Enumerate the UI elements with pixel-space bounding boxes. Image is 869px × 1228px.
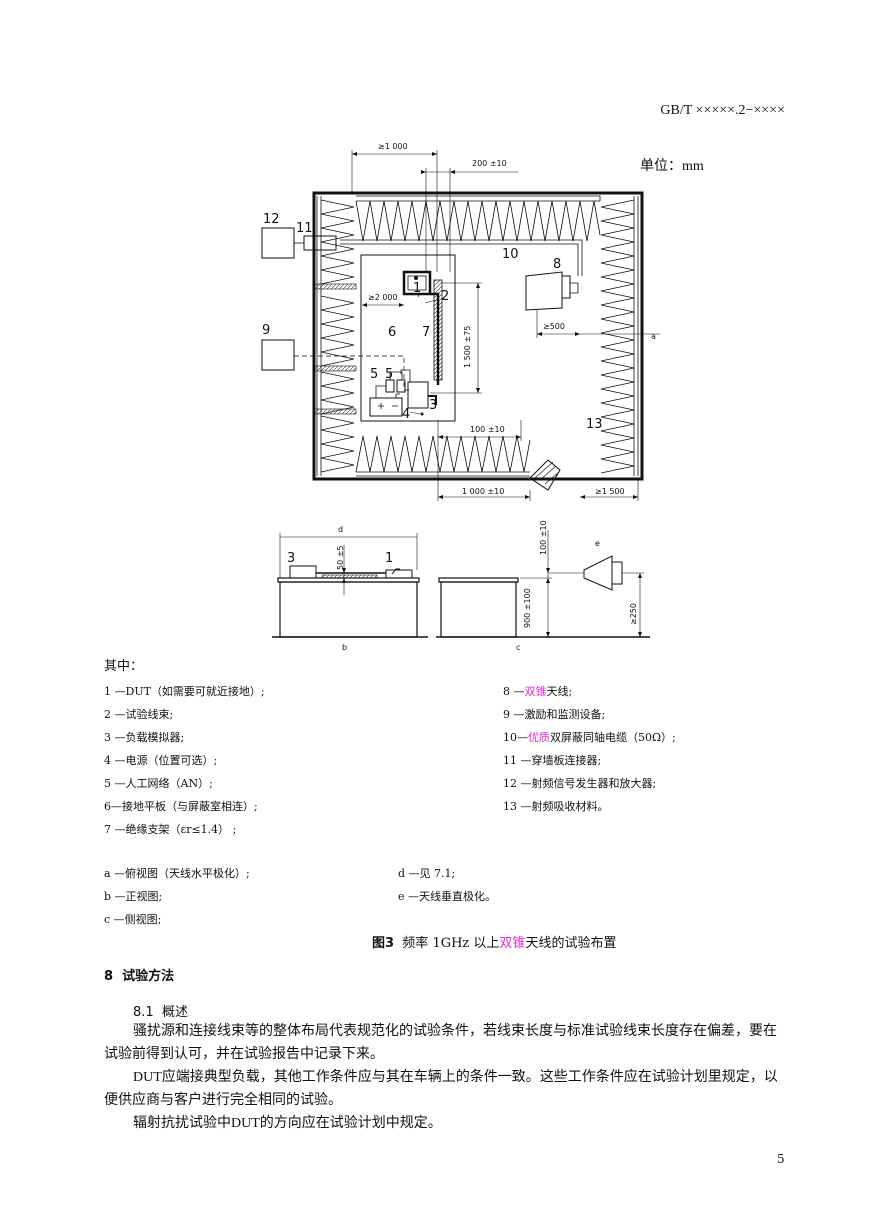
label-5a: 5	[370, 367, 378, 382]
standard-header: GB/T ×××××.2−××××	[660, 103, 785, 118]
dim-100: 100 ±10	[470, 425, 505, 434]
coax-cable	[340, 243, 579, 276]
dim-ge1500: ≥1 500	[595, 487, 625, 496]
legend-item-10: 10—优质双屏蔽同轴电缆（50Ω）;	[503, 731, 676, 744]
label-10: 10	[502, 247, 519, 262]
biconical-antenna	[525, 271, 563, 311]
side-view: 100 ±10 900 ±100 ≥250 e c	[436, 520, 650, 652]
legend-item-8: 8 —双锥天线;	[503, 685, 573, 698]
label-8: 8	[553, 257, 561, 272]
absorber-right	[600, 196, 639, 476]
note-b: b	[342, 643, 347, 652]
absorber-left	[316, 196, 355, 476]
load-simulator	[407, 381, 429, 409]
label-3: 3	[429, 398, 437, 413]
section-title: 8 试验方法	[104, 969, 175, 984]
legend-item-5: 5 —人工网络（AN）;	[104, 777, 213, 790]
dim-1000: 1 000 ±10	[462, 487, 504, 496]
figure-number: 图3	[372, 936, 395, 951]
legend-item-2: 2 —试验线束;	[104, 708, 174, 721]
page-number: 5	[777, 1152, 785, 1166]
note-e: e	[595, 539, 600, 548]
dim-1500: 1 500 ±75	[463, 326, 472, 368]
legend-item-7: 7 —绝缘支架（εr≤1.4） ;	[104, 823, 237, 836]
dim-200: 200 ±10	[472, 159, 507, 168]
dim-ge500: ≥500	[543, 322, 565, 331]
paragraph-3: 辐射抗扰试验中DUT的方向应在试验计划中规定。	[133, 1116, 442, 1131]
label-4: 4	[402, 407, 410, 422]
paragraph-2: DUT应端接典型负载，其他工作条件应与其在车辆上的条件一致。这些工作条件应在试验…	[104, 1070, 778, 1108]
legend-item-4: 4 —电源（位置可选）;	[104, 754, 218, 767]
label-6: 6	[388, 325, 396, 340]
subsection-title: 8.1 概述	[133, 1005, 188, 1020]
note-c-text: c —侧视图;	[104, 913, 162, 926]
front-view: d 50 ±5 3 1 b	[272, 525, 428, 652]
shielded-room-wall	[312, 191, 644, 481]
paragraph-1: 骚扰源和连接线束等的整体布局代表规范化的试验条件，若线束长度与标准试验线束长度存…	[104, 1024, 777, 1062]
absorber-bottom	[355, 435, 531, 477]
note-a-text: a —俯视图（天线水平极化）;	[104, 867, 250, 880]
rf-generator-amplifier	[261, 227, 295, 259]
legend-item-11: 11 —穿墙板连接器;	[503, 754, 602, 767]
legend-item-9: 9 —激励和监测设备;	[503, 708, 606, 721]
absorber-top	[355, 195, 601, 242]
ground-plane	[360, 254, 456, 422]
dim-ge250: ≥250	[629, 603, 638, 625]
label-13: 13	[586, 417, 603, 432]
dim-50: 50 ±5	[336, 545, 345, 570]
label-2: 2	[441, 289, 449, 304]
bulkhead-connector	[303, 235, 337, 251]
note-c: c	[516, 643, 520, 652]
note-d: d	[338, 525, 343, 534]
power-supply	[369, 397, 403, 417]
dim-900: 900 ±100	[523, 588, 532, 628]
note-e-text: e —天线垂直极化。	[398, 890, 497, 903]
legend-item-6: 6—接地平板（与屏蔽室相连）;	[104, 800, 258, 813]
dim-ge2000: ≥2 000	[368, 293, 398, 302]
note-d-text: d —见 7.1;	[398, 867, 456, 880]
stimulation-monitoring	[261, 339, 295, 371]
label-5b: 5	[385, 367, 393, 382]
label-9: 9	[262, 323, 270, 338]
label-12: 12	[263, 212, 280, 227]
test-table-side	[440, 581, 517, 638]
label-front-1: 1	[385, 551, 393, 566]
unit-label: 单位：mm	[640, 159, 704, 174]
dim-100-vert: 100 ±10	[539, 520, 548, 555]
figure-caption: 图3 频率 1GHz 以上双锥天线的试验布置	[372, 936, 617, 951]
legend-item-3: 3 —负载模拟器;	[104, 731, 185, 744]
top-view: ≥1 000 200 ±10 ≥2 000 1 500 ±75 ≥500 100…	[261, 142, 660, 501]
legend-item-13: 13 —射频吸收材料。	[503, 800, 609, 813]
note-a: a	[651, 332, 656, 341]
note-b-text: b —正视图;	[104, 890, 163, 903]
test-harness	[430, 292, 440, 385]
legend-item-1: 1 —DUT（如需要可就近接地）;	[104, 685, 265, 698]
label-front-3: 3	[287, 551, 295, 566]
label-1: 1	[413, 281, 421, 296]
test-table-front	[279, 581, 418, 638]
test-layout-figure: ≥1 000 200 ±10 ≥2 000 1 500 ±75 ≥500 100…	[261, 142, 660, 652]
legend-item-12: 12 —射频信号发生器和放大器;	[503, 777, 657, 790]
label-11: 11	[296, 221, 313, 236]
label-7: 7	[422, 325, 430, 340]
antenna-vertical	[583, 555, 613, 591]
dim-ge1000: ≥1 000	[378, 142, 408, 151]
dut	[402, 270, 432, 296]
